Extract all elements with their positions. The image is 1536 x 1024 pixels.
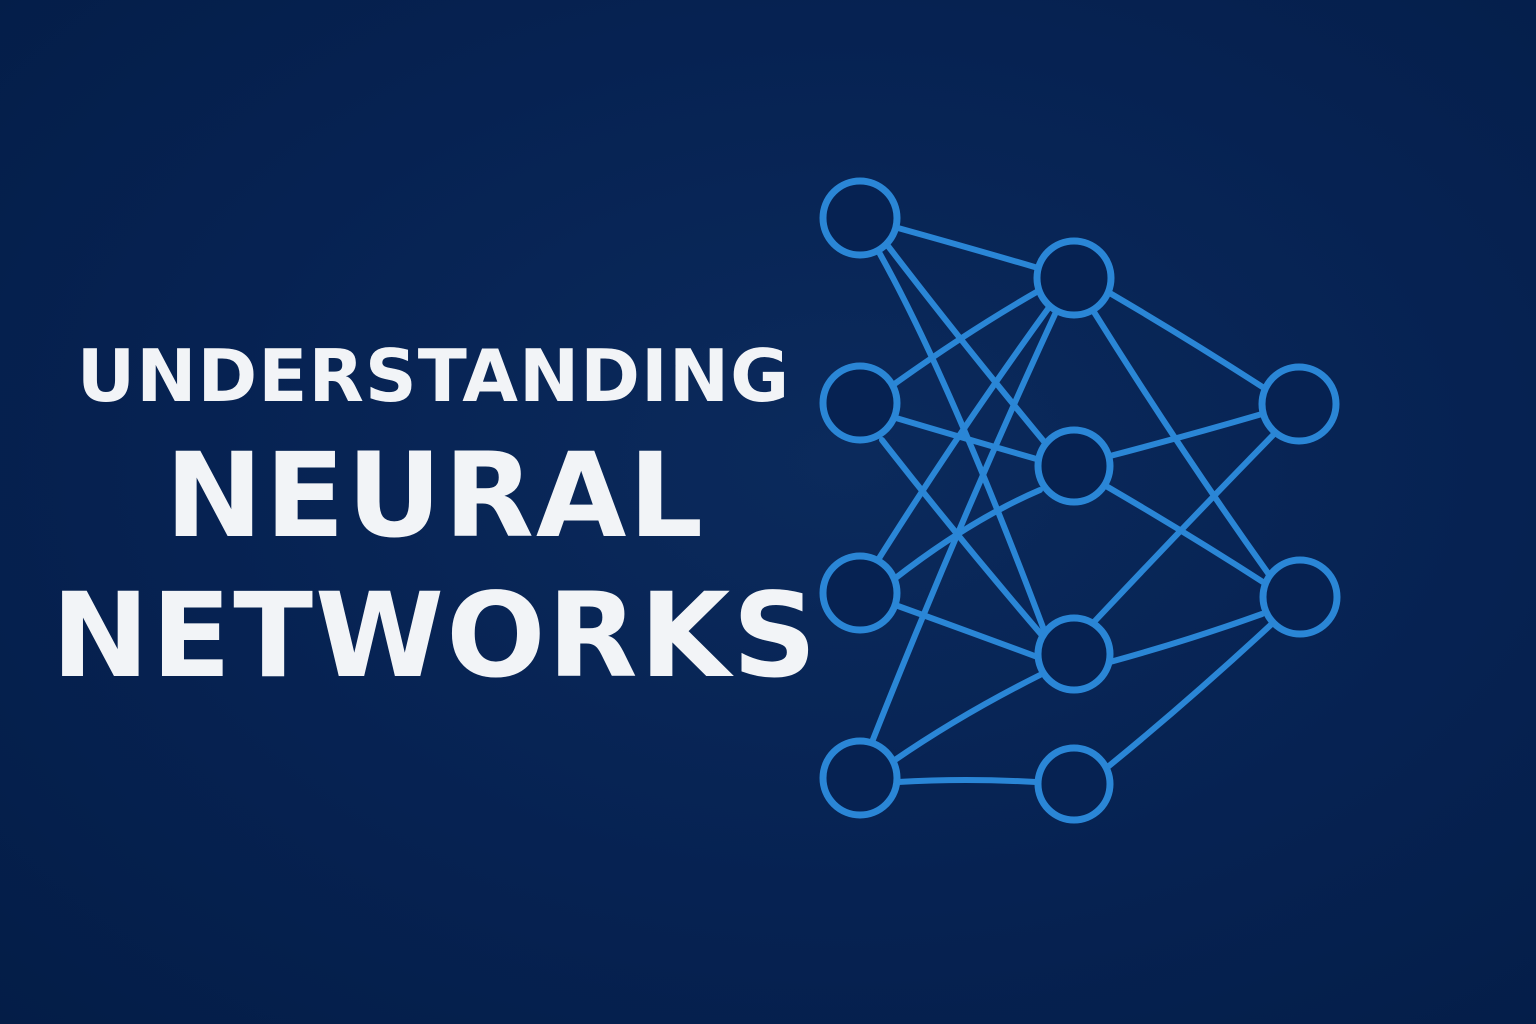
title-line-neural: NEURAL — [164, 427, 706, 564]
edge-a-b — [895, 225, 1041, 271]
edge-c-d — [893, 415, 1043, 463]
edge-c-b — [890, 287, 1043, 388]
edge-f-b — [875, 303, 1053, 563]
edge-e-i — [1091, 427, 1281, 625]
network-nodes — [819, 177, 1341, 824]
title-line-understanding: UNDERSTANDING — [76, 334, 791, 418]
node-input-4 — [819, 737, 901, 819]
edge-f-d — [890, 487, 1043, 583]
edge-b-i — [1105, 289, 1267, 391]
title-line-networks: NETWORKS — [51, 567, 819, 704]
node-output-1 — [1258, 363, 1340, 445]
edge-f-e — [895, 603, 1043, 661]
node-hidden-2 — [1034, 426, 1114, 506]
node-output-2 — [1259, 556, 1341, 638]
edge-d-j — [1103, 483, 1269, 587]
network-connections — [869, 225, 1281, 785]
edge-h-e — [889, 672, 1043, 765]
edge-h-b — [869, 309, 1059, 745]
edge-b-j — [1091, 309, 1273, 579]
node-input-2 — [819, 362, 901, 444]
edge-a-d — [885, 243, 1049, 447]
edge-c-e — [879, 437, 1049, 643]
node-hidden-4 — [1034, 744, 1114, 824]
edge-d-i — [1107, 411, 1265, 459]
node-input-1 — [819, 177, 901, 259]
edge-h-g — [895, 777, 1039, 785]
edge-a-e — [877, 251, 1047, 633]
node-hidden-1 — [1033, 237, 1115, 319]
node-input-3 — [819, 552, 901, 634]
edge-e-j — [1107, 611, 1265, 665]
title-block: UNDERSTANDING NEURAL NETWORKS — [0, 330, 870, 698]
node-hidden-3 — [1034, 614, 1114, 694]
edge-g-j — [1101, 617, 1279, 773]
